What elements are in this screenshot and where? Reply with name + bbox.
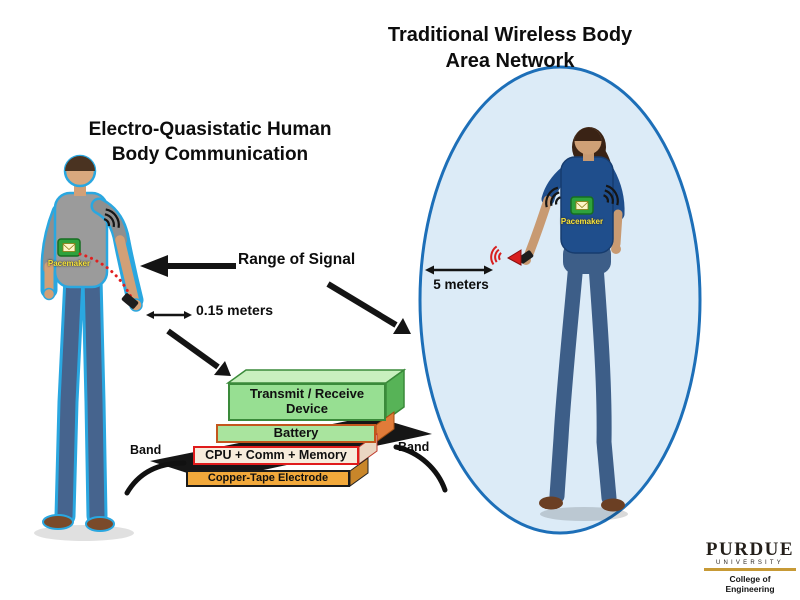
stack-layer-battery: Battery <box>216 424 376 443</box>
body-signal-dotted-path <box>78 252 136 304</box>
man-forearm-right <box>115 235 139 304</box>
arrow-range-to-arm <box>140 255 236 277</box>
annotation-arrows <box>140 255 493 376</box>
arrow-to-device-stack <box>166 328 231 376</box>
left-title-line1: Electro-Quasistatic Human <box>88 119 332 140</box>
band-label-left: Band <box>130 443 162 457</box>
man-hand-left <box>42 287 56 301</box>
man-figure <box>34 154 144 541</box>
left-title-line2: Body Communication <box>111 143 309 165</box>
woman-shadow <box>540 507 628 521</box>
band-label-right: Band <box>398 440 430 454</box>
man-leg-left <box>57 270 82 524</box>
purdue-college-text: College of Engineering <box>725 573 775 594</box>
pacemaker-device-left <box>57 238 81 257</box>
man-hair <box>65 156 95 171</box>
pacemaker-label-left: Pacemaker <box>47 259 91 268</box>
stack-layer-cpu: CPU + Comm + Memory <box>193 446 359 465</box>
band-curve-right <box>393 444 448 493</box>
woman-leg-right <box>587 244 617 506</box>
woman-forearm-right <box>611 209 623 249</box>
wban-range-ellipse <box>418 65 702 535</box>
pacemaker-device-right <box>570 196 594 215</box>
range-of-signal-label: Range of Signal <box>238 251 356 268</box>
left-title: Electro-Quasistatic Human Body Communica… <box>58 118 362 167</box>
man-shoe-right <box>85 516 115 532</box>
wrist-device-left <box>121 293 139 309</box>
woman-leg-left <box>549 244 585 504</box>
short-range-label: 0.15 meters <box>196 302 274 318</box>
right-title-line1: Traditional Wireless Body <box>387 24 633 46</box>
woman-boot-left <box>539 496 563 510</box>
stack-layer-electrode: Copper-Tape Electrode <box>186 470 350 487</box>
signal-waves-right-icon <box>603 184 619 206</box>
right-title-line2: Area Network <box>445 50 575 72</box>
band-curve-left <box>124 460 187 496</box>
stack-layer-transmit-receive: Transmit / Receive Device <box>228 383 386 421</box>
man-leg-right <box>84 270 105 524</box>
arrow-range-to-network <box>326 281 411 334</box>
woman-neck <box>583 151 594 161</box>
stack-top-face <box>225 369 407 384</box>
woman-hand-right <box>611 244 621 254</box>
distance-arrow-long <box>425 265 493 275</box>
man-shoe-left <box>42 514 74 530</box>
stack-side-face-4 <box>349 457 369 487</box>
purdue-university-text: UNIVERSITY <box>715 560 784 566</box>
woman-hair-front <box>574 127 602 141</box>
stack-side-face-1 <box>385 368 405 422</box>
distance-arrow-short <box>146 311 192 319</box>
long-range-label: 5 meters <box>433 277 489 292</box>
man-neck <box>74 184 86 196</box>
woman-figure <box>490 127 628 521</box>
purdue-gold-rule <box>704 568 796 571</box>
signal-waves-left-icon <box>545 186 561 208</box>
right-title: Traditional Wireless Body Area Network <box>348 22 672 74</box>
wrist-device-right <box>506 249 534 266</box>
woman-boot-right <box>601 498 625 512</box>
purdue-wordmark: PURDUE <box>705 539 795 560</box>
purdue-logo: PURDUE UNIVERSITY College of Engineering <box>704 540 796 594</box>
red-signal-waves-icon <box>490 245 502 265</box>
pacemaker-label-right: Pacemaker <box>560 217 604 226</box>
signal-waves-man-icon <box>103 208 120 228</box>
